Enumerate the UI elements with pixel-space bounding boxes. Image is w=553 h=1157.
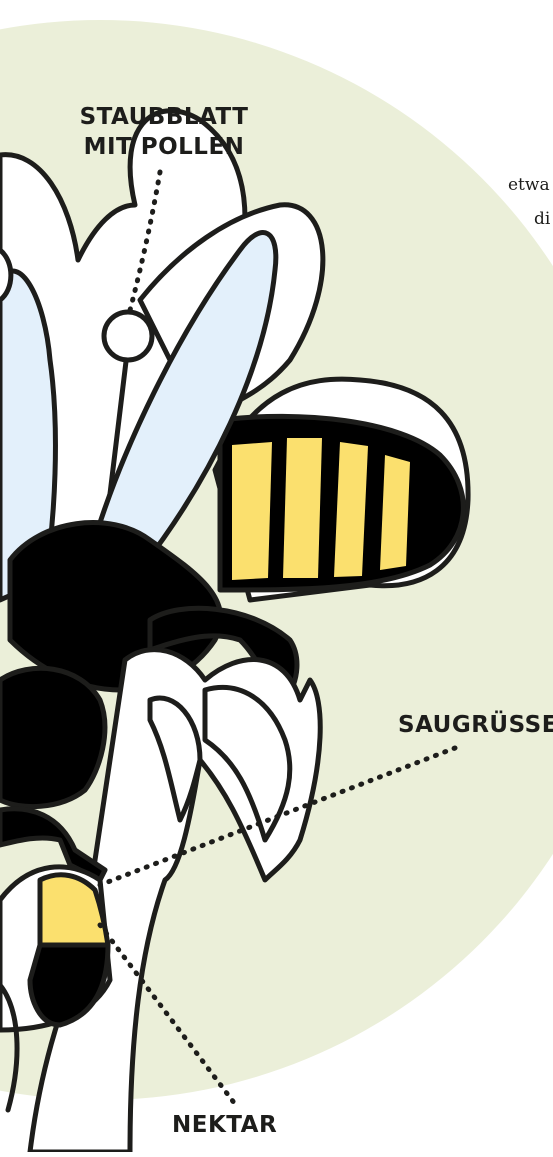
- left-anther: [0, 250, 11, 300]
- abdomen-stripe-2: [283, 438, 322, 578]
- abdomen-stripe-1: [232, 442, 272, 580]
- cut-text-line1: etwa: [508, 174, 550, 197]
- bee-head: [0, 668, 105, 806]
- stamen-anther: [104, 312, 152, 360]
- cut-text-line2: di: [534, 208, 550, 231]
- label-proboscis: SAUGRÜSSEL: [398, 710, 553, 740]
- label-stamen-line1: STAUBBLATT: [78, 102, 250, 132]
- label-stamen-line2: MIT POLLEN: [78, 132, 250, 162]
- abdomen-stripe-4: [380, 455, 410, 570]
- label-stamen: STAUBBLATT MIT POLLEN: [78, 102, 250, 162]
- label-nectar: NEKTAR: [172, 1110, 277, 1140]
